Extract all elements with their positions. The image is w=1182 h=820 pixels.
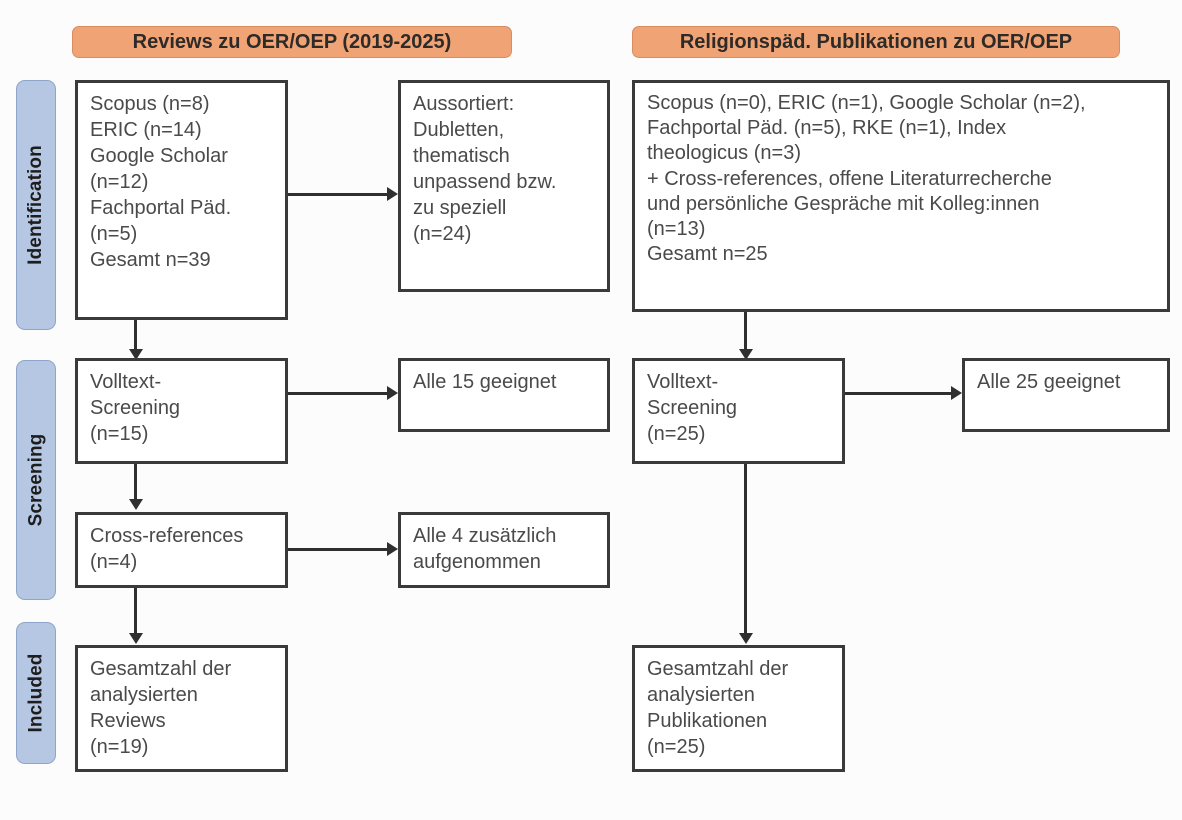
box-left-excluded: Aussortiert: Dubletten, thematisch unpas… — [398, 80, 610, 292]
arrowhead-right-screening-to-result — [951, 386, 962, 400]
column-header-reviews: Reviews zu OER/OEP (2019-2025) — [72, 26, 512, 58]
box-left-cross-references: Cross-references (n=4) — [75, 512, 288, 588]
arrowhead-right-ident-to-screening — [739, 349, 753, 360]
box-right-screening-result: Alle 25 geeignet — [962, 358, 1170, 432]
arrowhead-left-ident-to-excluded — [387, 187, 398, 201]
box-left-identification-sources: Scopus (n=8) ERIC (n=14) Google Scholar … — [75, 80, 288, 320]
stage-label-screening: Screening — [16, 360, 56, 600]
stage-label-identification: Identification — [16, 80, 56, 330]
column-header-publications: Religionspäd. Publikationen zu OER/OEP — [632, 26, 1120, 58]
connector-right-screening-to-included — [744, 464, 747, 636]
box-left-included-total: Gesamtzahl der analysierten Reviews (n=1… — [75, 645, 288, 772]
box-left-fulltext-screening: Volltext- Screening (n=15) — [75, 358, 288, 464]
stage-label-screening-text: Screening — [25, 433, 47, 527]
arrowhead-left-screening-to-result — [387, 386, 398, 400]
box-left-cross-references-result: Alle 4 zusätzlich aufgenommen — [398, 512, 610, 588]
connector-left-crossrefs-to-result — [288, 548, 387, 551]
arrowhead-left-screening-to-crossrefs — [129, 499, 143, 510]
box-left-screening-result: Alle 15 geeignet — [398, 358, 610, 432]
box-right-identification-sources: Scopus (n=0), ERIC (n=1), Google Scholar… — [632, 80, 1170, 312]
box-right-included-total: Gesamtzahl der analysierten Publikatione… — [632, 645, 845, 772]
arrowhead-right-screening-to-included — [739, 633, 753, 644]
connector-right-ident-to-screening — [744, 312, 747, 352]
arrowhead-left-crossrefs-to-included — [129, 633, 143, 644]
box-right-fulltext-screening: Volltext- Screening (n=25) — [632, 358, 845, 464]
connector-left-crossrefs-to-included — [134, 588, 137, 636]
stage-label-included-text: Included — [25, 653, 47, 733]
connector-left-ident-to-excluded — [288, 193, 387, 196]
arrowhead-left-ident-to-screening — [129, 349, 143, 360]
stage-label-identification-text: Identification — [25, 145, 46, 265]
arrowhead-left-crossrefs-to-result — [387, 542, 398, 556]
stage-label-included: Included — [16, 622, 56, 764]
connector-right-screening-to-result — [845, 392, 951, 395]
connector-left-screening-to-result — [288, 392, 387, 395]
connector-left-ident-to-screening — [134, 320, 137, 352]
connector-left-screening-to-crossrefs — [134, 464, 137, 502]
